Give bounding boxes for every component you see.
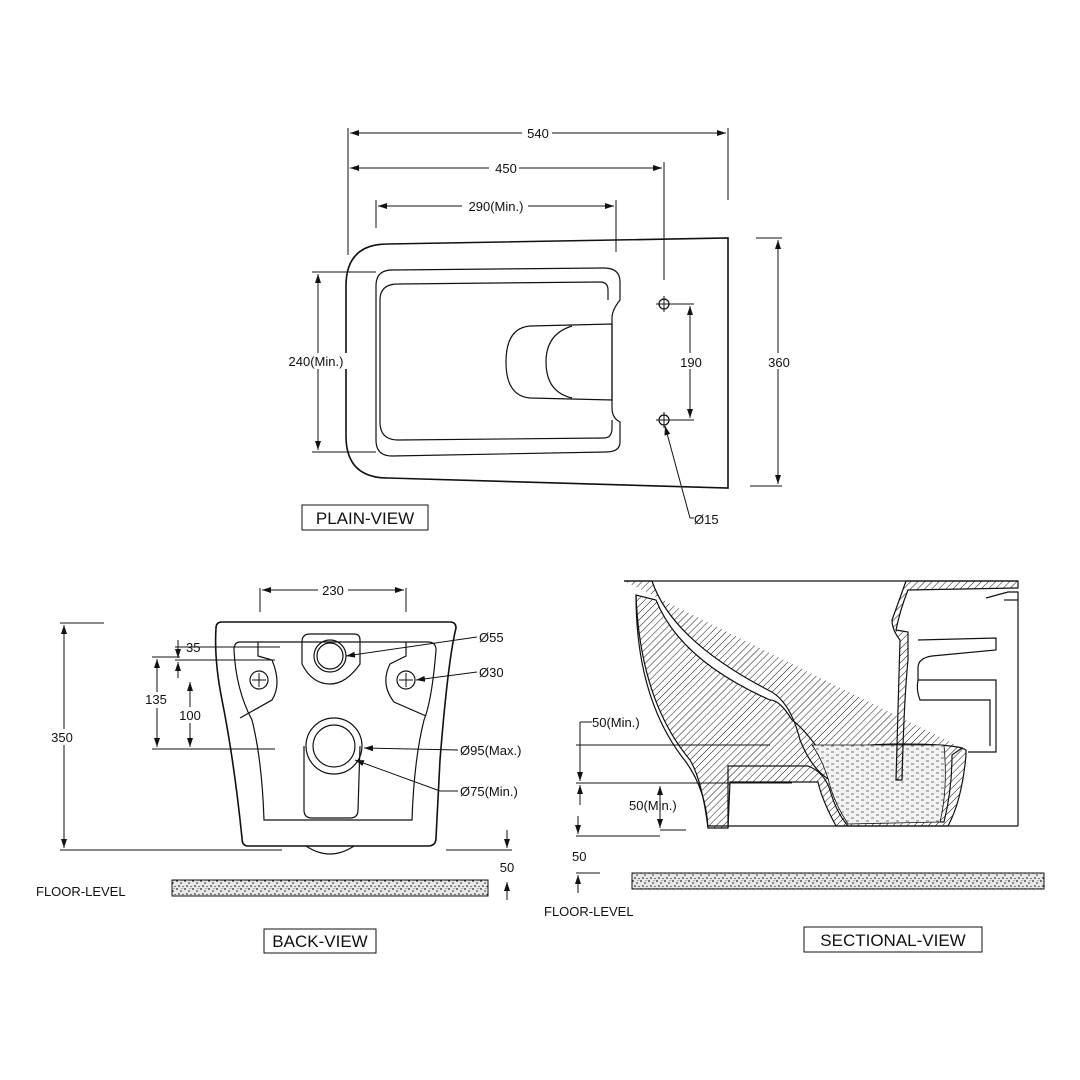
dim-fixhole-label: Ø30 (479, 665, 504, 680)
back-outlet-tail (303, 745, 361, 819)
dim-hole-leader (664, 425, 691, 519)
plain-bowl-inner (379, 281, 613, 441)
dim-360-label: 360 (768, 355, 790, 370)
dim-back-floor-gap-label: 50 (500, 860, 514, 875)
back-view-title: BACK-VIEW (272, 932, 367, 951)
sectional-view-title: SECTIONAL-VIEW (820, 931, 965, 950)
section-floor-label: FLOOR-LEVEL (544, 904, 634, 919)
plain-outline (345, 237, 729, 489)
dim-inlet-label: Ø55 (479, 630, 504, 645)
dim-450-label: 450 (495, 161, 517, 176)
back-outlet-inner (312, 724, 356, 768)
plain-rim (375, 267, 621, 457)
dim-540-label: 540 (527, 126, 549, 141)
section-rear-wall-hatch-pattern-icon (891, 580, 1019, 781)
dim-100-label: 100 (179, 708, 201, 723)
section-water-pattern-icon (811, 744, 946, 825)
back-inlet-housing (301, 633, 361, 685)
fixing-hole-crosshair-icon (656, 296, 672, 312)
dim-water-depth-label: 50(Min.) (592, 715, 640, 730)
dim-135-label: 135 (145, 692, 167, 707)
dim-35-label: 35 (186, 640, 200, 655)
back-floor-speckle-pattern-icon (171, 879, 489, 897)
dim-350-label: 350 (51, 730, 73, 745)
dim-230-label: 230 (322, 583, 344, 598)
plain-view: 540 450 290(Min.) 240(Min.) (284, 124, 794, 531)
dim-hole-label: Ø15 (694, 512, 719, 527)
plain-view-title-box (301, 504, 429, 531)
back-view-title-box (263, 928, 377, 954)
back-inner (233, 641, 437, 821)
dim-240-label: 240(Min.) (289, 354, 344, 369)
back-fixing-hole-right (396, 670, 416, 690)
dim-section-floor-gap-label: 50 (572, 849, 586, 864)
dim-290-label: 290(Min.) (469, 199, 524, 214)
sectional-view-title-box (803, 926, 983, 953)
plain-outlet-outer (505, 323, 613, 401)
back-base (305, 845, 355, 855)
back-floor-label: FLOOR-LEVEL (36, 884, 126, 899)
dim-outlet-min-label: Ø75(Min.) (460, 784, 518, 799)
back-inlet-outer (313, 639, 347, 673)
section-floor-speckle-pattern-icon (631, 872, 1045, 890)
back-outlet-outer (305, 717, 363, 775)
back-fixing-hole-left (249, 670, 269, 690)
plain-outlet-inner (545, 325, 573, 399)
sectional-view: 50(Min.) 50(Min.) 50 FLOOR-LEVEL SECTION… (544, 580, 1045, 953)
dim-seal-depth-label: 50(Min.) (629, 798, 677, 813)
dim-outlet-max-label: Ø95(Max.) (460, 743, 521, 758)
back-view: 230 Ø55 Ø30 35 135 100 350 Ø95(Max.) (36, 581, 521, 954)
plain-view-title: PLAIN-VIEW (316, 509, 414, 528)
dim-190-label: 190 (680, 355, 702, 370)
back-outline (214, 621, 457, 847)
back-inlet-inner (316, 642, 344, 670)
fixing-hole-crosshair-icon (656, 412, 672, 428)
